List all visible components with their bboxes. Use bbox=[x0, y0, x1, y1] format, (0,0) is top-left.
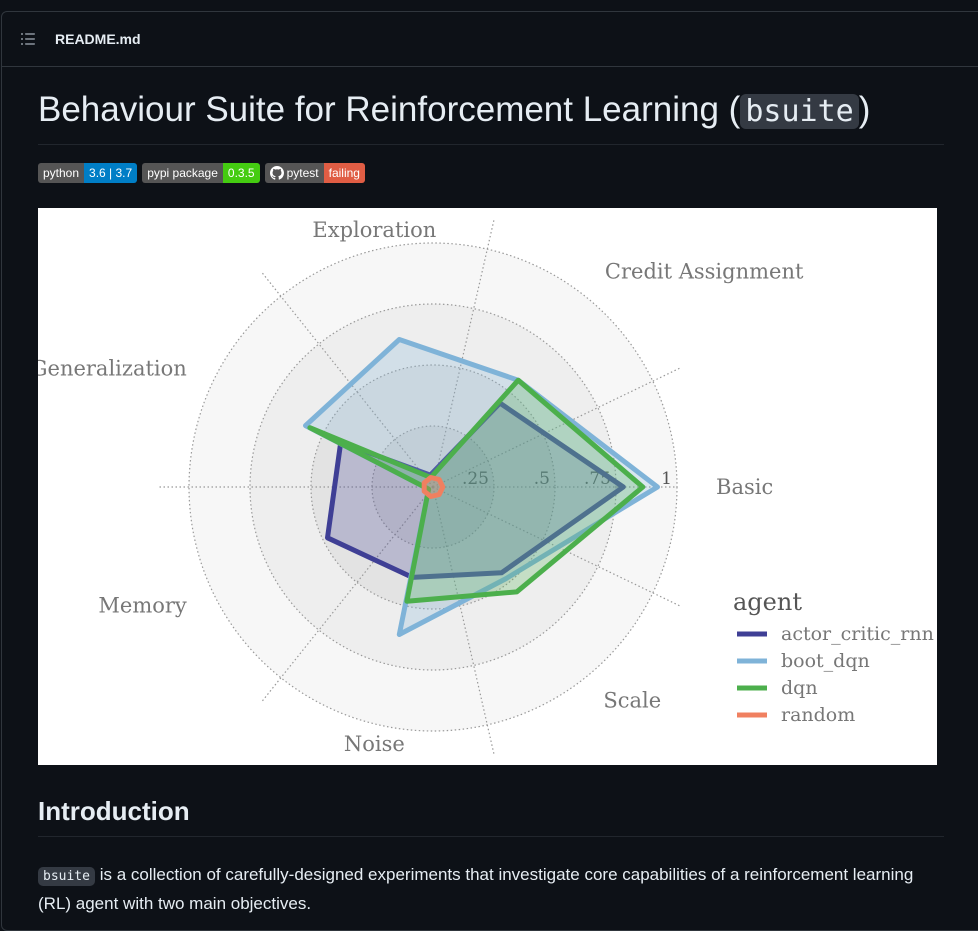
axis-label: Memory bbox=[98, 594, 187, 618]
readme-panel: README.md Behaviour Suite for Reinforcem… bbox=[1, 11, 978, 931]
badge-row: python 3.6 | 3.7 pypi package 0.3.5 pyte… bbox=[38, 163, 365, 183]
file-name[interactable]: README.md bbox=[55, 31, 141, 47]
legend-entry: random bbox=[781, 704, 855, 726]
badge-label: pypi package bbox=[142, 163, 223, 183]
axis-label: Noise bbox=[344, 732, 405, 756]
page-title: Behaviour Suite for Reinforcement Learni… bbox=[38, 88, 870, 134]
legend-entry: dqn bbox=[781, 677, 818, 699]
github-icon bbox=[269, 166, 284, 180]
axis-label: Generalization bbox=[38, 356, 187, 380]
intro-text: is a collection of carefully-designed ex… bbox=[38, 865, 914, 913]
legend-entry: actor_critic_rnn bbox=[781, 623, 934, 645]
list-unordered-icon[interactable] bbox=[20, 31, 36, 47]
title-code: bsuite bbox=[740, 94, 859, 129]
series-polygon-dqn bbox=[307, 377, 646, 604]
pytest-badge[interactable]: pytest failing bbox=[264, 163, 365, 183]
radial-tick-label: .5 bbox=[534, 469, 550, 489]
axis-label: Exploration bbox=[312, 218, 436, 242]
intro-heading: Introduction bbox=[38, 796, 190, 826]
badge-label: pytest bbox=[286, 166, 319, 180]
title-divider bbox=[38, 144, 944, 145]
radial-tick-label: .25 bbox=[462, 469, 489, 489]
axis-label: Scale bbox=[603, 689, 661, 713]
series-polygon-random bbox=[421, 475, 446, 499]
axis-label: Basic bbox=[716, 475, 773, 499]
title-close: ) bbox=[858, 90, 871, 129]
pypi-badge[interactable]: pypi package 0.3.5 bbox=[142, 163, 260, 183]
legend-title: agent bbox=[733, 588, 802, 616]
badge-value: 3.6 | 3.7 bbox=[84, 163, 138, 183]
file-header: README.md bbox=[2, 12, 978, 67]
axis-label: Credit Assignment bbox=[605, 259, 804, 283]
title-text: Behaviour Suite for Reinforcement Learni… bbox=[38, 90, 741, 129]
badge-value: 0.3.5 bbox=[222, 163, 260, 183]
intro-divider bbox=[38, 836, 944, 837]
intro-paragraph: bsuite is a collection of carefully-desi… bbox=[38, 861, 944, 917]
radial-tick-label: 1 bbox=[661, 469, 672, 489]
badge-value: failing bbox=[323, 163, 365, 183]
intro-code: bsuite bbox=[38, 867, 95, 886]
legend-entry: boot_dqn bbox=[781, 650, 870, 672]
python-badge[interactable]: python 3.6 | 3.7 bbox=[38, 163, 138, 183]
badge-label: python bbox=[38, 163, 85, 183]
